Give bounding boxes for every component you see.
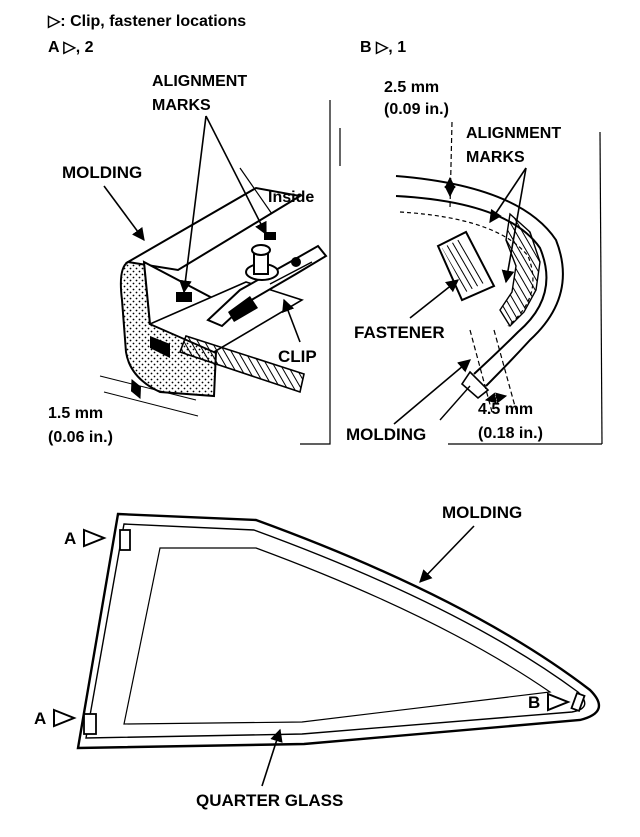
b-molding-pointer xyxy=(393,359,471,425)
a-gap-mm: 1.5 mm xyxy=(48,405,103,422)
b-gap-bottom-arrow xyxy=(484,392,508,404)
detail-b-frame-right xyxy=(599,131,603,445)
legend: ▷: Clip, fastener locations A ▷, 2 B ▷, … xyxy=(47,13,406,56)
overview-molding-pointer xyxy=(419,525,475,583)
a-molding-label: MOLDING xyxy=(62,163,142,182)
alignment-mark-a2 xyxy=(264,232,276,240)
clip-part xyxy=(206,244,328,328)
a-gap-dimension xyxy=(99,375,199,417)
marker-a-bottom-icon xyxy=(53,708,77,728)
b-gap-bottom-in: (0.18 in.) xyxy=(478,425,543,442)
quarter-glass-pane xyxy=(123,547,552,725)
detail-a-frame xyxy=(300,100,331,445)
b-alignment-label-2: MARKS xyxy=(466,149,525,166)
detail-b: 2.5 mm (0.09 in.) ALIGNMENT MARKS FASTEN… xyxy=(339,79,603,445)
b-gap-bottom-leader xyxy=(469,329,493,413)
b-gap-top-mm: 2.5 mm xyxy=(384,79,439,96)
marker-a-top: A xyxy=(64,529,76,548)
a-clip-label: CLIP xyxy=(278,347,317,366)
b-fastener-label: FASTENER xyxy=(354,323,445,342)
b-gap-bottom-mm: 4.5 mm xyxy=(478,401,533,418)
molding-section-b xyxy=(395,175,564,421)
b-alignment-pointer-1 xyxy=(489,167,527,224)
molding-section-a xyxy=(119,186,305,398)
b-gap-top-leader xyxy=(449,121,453,209)
marker-b-icon xyxy=(547,692,571,712)
detail-a: ALIGNMENT MARKS MOLDING Inside CLIP 1.5 … xyxy=(48,73,331,446)
b-molding-label: MOLDING xyxy=(346,425,426,444)
quarter-glass-pointer xyxy=(261,728,283,787)
quarter-glass-overview: A A B MOLDING QUARTER GLASS xyxy=(34,503,601,810)
a-inside-leader xyxy=(239,167,273,215)
a-gap-in: (0.06 in.) xyxy=(48,429,113,446)
molding-inner-edge xyxy=(85,523,586,739)
fastener-location-b xyxy=(570,691,586,713)
marker-b: B xyxy=(528,693,540,712)
clip-location-a-top xyxy=(119,529,131,551)
glass-edge-hatch xyxy=(178,335,305,394)
legend-title: ▷: Clip, fastener locations xyxy=(47,13,246,30)
legend-b-ref: B ▷, 1 xyxy=(360,39,406,56)
b-gap-top-in: (0.09 in.) xyxy=(384,101,449,118)
b-gap-bottom-leader-2 xyxy=(493,329,517,411)
alignment-mark-a1 xyxy=(176,292,192,302)
a-alignment-label-2: MARKS xyxy=(152,97,211,114)
clip-location-a-bottom xyxy=(83,713,97,735)
a-alignment-pointer-1 xyxy=(179,115,207,294)
a-alignment-label-1: ALIGNMENT xyxy=(152,73,247,90)
b-fastener-pointer xyxy=(409,279,460,319)
marker-a-top-icon xyxy=(83,528,107,548)
marker-a-bottom: A xyxy=(34,709,46,728)
quarter-glass-label: QUARTER GLASS xyxy=(196,791,343,810)
a-inside-label: Inside xyxy=(268,189,314,206)
a-clip-pointer xyxy=(282,298,301,343)
overview-molding-label: MOLDING xyxy=(442,503,522,522)
a-alignment-pointer-2 xyxy=(205,115,267,236)
a-molding-pointer xyxy=(103,185,145,242)
molding-outline xyxy=(76,512,601,750)
b-alignment-pointer-2 xyxy=(501,167,527,284)
legend-a-ref: A ▷, 2 xyxy=(48,39,94,56)
b-alignment-label-1: ALIGNMENT xyxy=(466,125,561,142)
